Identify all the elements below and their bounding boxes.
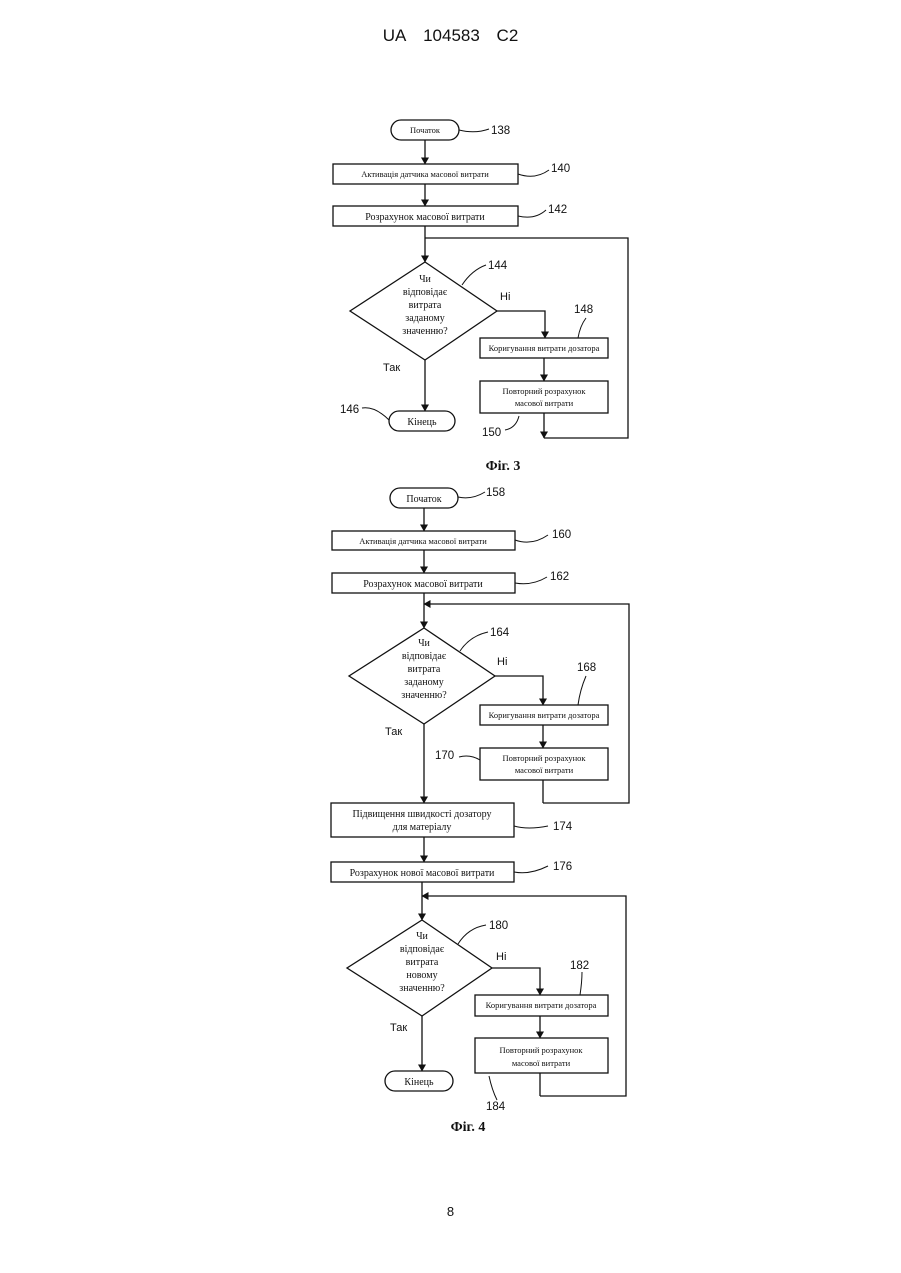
fig4-recalc1-leader — [459, 756, 480, 760]
fig3-decision-line-3: витрата — [409, 300, 442, 311]
fig4-newcalc-leader — [514, 866, 548, 873]
fig4-decision2-leader — [458, 925, 486, 944]
fig4-ref-start: 158 — [486, 487, 505, 499]
fig4-ref-newcalc: 176 — [553, 861, 572, 873]
figure-3: Початок 138 Активація датчика масової ви… — [333, 120, 628, 474]
fig3-activate-label: Активація датчика масової витрати — [361, 169, 489, 179]
fig4-arrow-no1-to-adjust1 — [495, 676, 543, 705]
fig3-ref-decision: 144 — [488, 260, 508, 272]
fig4-adjust1-label: Коригування витрати дозатора — [489, 710, 600, 720]
fig3-ref-adjust: 148 — [574, 304, 593, 316]
fig4-start-label: Початок — [406, 494, 441, 505]
fig4-decision2-line-3: витрата — [406, 957, 439, 968]
fig4-decision1-line-2: відповідає — [402, 651, 447, 662]
fig4-adjust2-leader — [580, 972, 582, 995]
fig4-no1-label: Ні — [497, 656, 507, 668]
fig4-recalc2-line-1: Повторний розрахунок — [499, 1045, 583, 1055]
fig4-decision1-leader — [460, 632, 488, 651]
fig4-increase-leader — [514, 826, 548, 828]
fig3-decision-line-4: заданому — [405, 313, 444, 324]
fig4-end-label: Кінець — [404, 1077, 434, 1088]
fig4-recalc1-line-2: масової витрати — [515, 765, 574, 775]
fig3-adjust-leader — [578, 318, 586, 338]
fig4-decision1-line-1: Чи — [418, 638, 430, 649]
fig3-decision-line-5: значенню? — [402, 326, 448, 337]
fig3-start-leader — [459, 129, 489, 132]
page-number: 8 — [0, 1204, 901, 1219]
fig4-activate-label: Активація датчика масової витрати — [359, 536, 487, 546]
fig3-end-leader — [362, 408, 389, 420]
fig4-arrow-no2-to-adjust2 — [492, 968, 540, 995]
fig4-start-leader — [458, 492, 485, 498]
fig3-end-label: Кінець — [407, 417, 437, 428]
fig3-yes-label: Так — [383, 362, 400, 374]
fig4-yes2-label: Так — [390, 1022, 407, 1034]
fig3-start-label: Початок — [410, 125, 441, 135]
fig4-recalc2-line-2: масової витрати — [512, 1058, 571, 1068]
fig3-decision-line-1: Чи — [419, 274, 431, 285]
fig3-no-label: Ні — [500, 291, 510, 303]
fig3-ref-start: 138 — [491, 125, 510, 137]
fig4-increase-line-1: Підвищення швидкості дозатору — [353, 809, 492, 820]
fig4-decision2-line-1: Чи — [416, 931, 428, 942]
fig3-arrow-no-to-adjust — [497, 311, 545, 338]
fig3-ref-activate: 140 — [551, 163, 570, 175]
fig4-ref-increase: 174 — [553, 821, 573, 833]
fig4-ref-decision1: 164 — [490, 627, 510, 639]
fig4-ref-decision2: 180 — [489, 920, 508, 932]
fig4-decision2-line-2: відповідає — [400, 944, 445, 955]
fig4-ref-recalc2: 184 — [486, 1101, 506, 1113]
fig4-decision2-line-5: значенню? — [399, 983, 445, 994]
fig4-adjust2-label: Коригування витрати дозатора — [486, 1000, 597, 1010]
fig4-decision1-line-3: витрата — [408, 664, 441, 675]
fig3-calc-label: Розрахунок масової витрати — [365, 212, 485, 223]
fig4-activate-leader — [515, 535, 548, 542]
fig3-decision-leader — [462, 265, 486, 285]
fig3-adjust-label: Коригування витрати дозатора — [489, 343, 600, 353]
fig4-recalc2-leader — [489, 1076, 497, 1100]
figure-4: Початок 158 Активація датчика масової ви… — [331, 487, 629, 1135]
fig3-recalc-line-1: Повторний розрахунок — [502, 386, 586, 396]
fig4-ref-adjust1: 168 — [577, 662, 596, 674]
fig3-ref-recalc: 150 — [482, 427, 501, 439]
fig4-ref-recalc1: 170 — [435, 750, 454, 762]
fig4-calc-label: Розрахунок масової витрати — [363, 579, 483, 590]
fig4-decision1-line-5: значенню? — [401, 690, 447, 701]
fig4-ref-calc: 162 — [550, 571, 569, 583]
fig4-adjust1-leader — [578, 676, 586, 705]
fig4-decision2-line-4: новому — [406, 970, 437, 981]
fig3-ref-end: 146 — [340, 404, 359, 416]
fig4-yes1-label: Так — [385, 726, 402, 738]
fig4-caption: Фіг. 4 — [451, 1120, 486, 1135]
fig3-caption: Фіг. 3 — [486, 459, 521, 474]
fig3-calc-leader — [518, 210, 546, 217]
fig4-newcalc-label: Розрахунок нової масової витрати — [350, 868, 495, 879]
fig3-recalc-line-2: масової витрати — [515, 398, 574, 408]
fig4-ref-activate: 160 — [552, 529, 571, 541]
fig4-calc-leader — [515, 577, 547, 584]
fig4-increase-line-2: для матеріалу — [393, 822, 452, 833]
fig4-recalc1-line-1: Повторний розрахунок — [502, 753, 586, 763]
fig4-decision1-line-4: заданому — [404, 677, 443, 688]
fig3-decision-line-2: відповідає — [403, 287, 448, 298]
fig4-ref-adjust2: 182 — [570, 960, 589, 972]
fig3-recalc-leader — [505, 416, 519, 430]
fig3-ref-calc: 142 — [548, 204, 567, 216]
fig4-no2-label: Ні — [496, 951, 506, 963]
fig3-activate-leader — [518, 170, 549, 176]
